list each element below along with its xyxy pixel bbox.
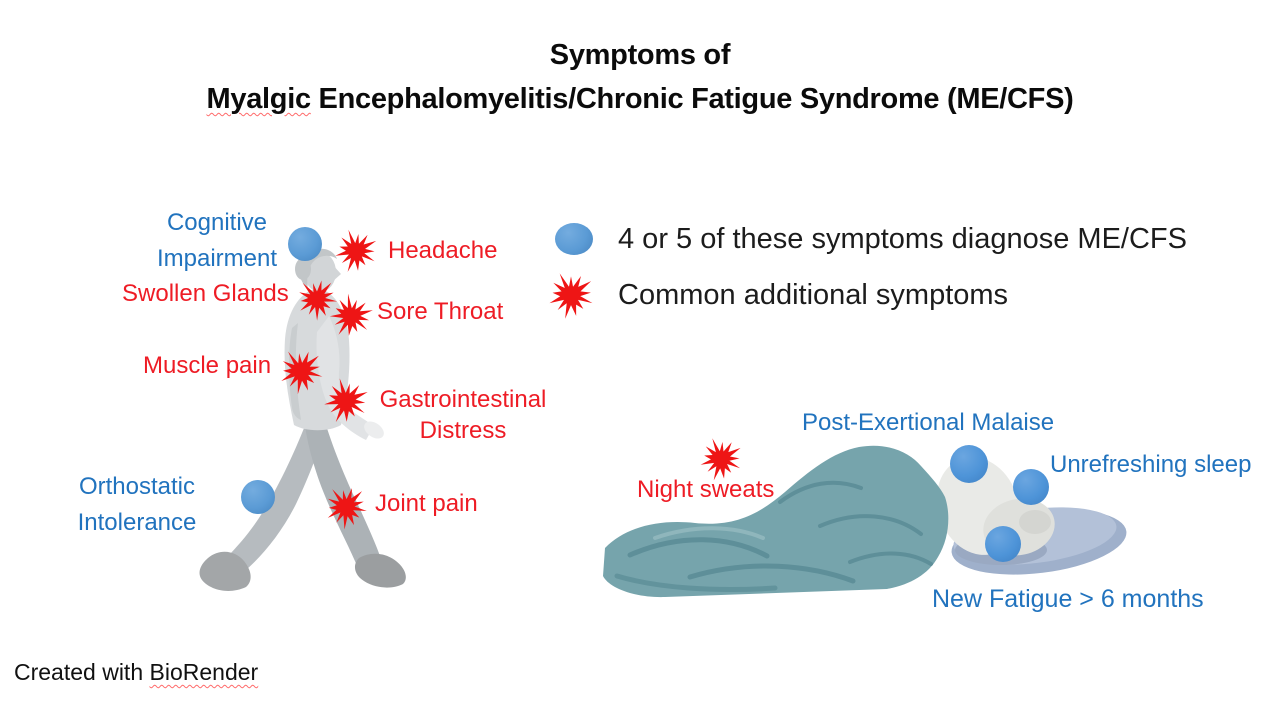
gastrointestinal-starburst-icon bbox=[316, 371, 375, 430]
legend-diagnostic-label: 4 or 5 of these symptoms diagnose ME/CFS bbox=[618, 223, 1187, 255]
muscle-pain-starburst-icon bbox=[274, 344, 329, 399]
legend-additional-label: Common additional symptoms bbox=[618, 279, 1009, 311]
label-orthostatic-intolerance: Orthostatic Intolerance bbox=[77, 473, 197, 536]
night-sweats-starburst-icon bbox=[695, 433, 747, 485]
footer-prefix: Created with bbox=[14, 659, 150, 685]
label-gastrointestinal-distress: Gastrointestinal Distress bbox=[379, 386, 547, 444]
title-line2-rest: Encephalomyelitis/Chronic Fatigue Syndro… bbox=[310, 83, 1074, 115]
orthostatic-intolerance-circle-icon bbox=[241, 480, 275, 514]
label-swollen-glands: Swollen Glands bbox=[122, 280, 289, 307]
label-muscle-pain: Muscle pain bbox=[143, 352, 272, 379]
label-sore-throat: Sore Throat bbox=[377, 298, 504, 325]
page-title: Symptoms of Myalgic Encephalomyelitis/Ch… bbox=[0, 33, 1280, 121]
label-joint-pain: Joint pain bbox=[375, 490, 478, 517]
label-night-sweats: Night sweats bbox=[637, 476, 775, 503]
label-new-fatigue: New Fatigue > 6 months bbox=[932, 585, 1204, 613]
title-word-myalgic: Myalgic bbox=[206, 83, 312, 115]
walking-person-figure bbox=[199, 248, 406, 591]
post-exertional-malaise-circle-icon bbox=[950, 445, 988, 483]
label-post-exertional-malaise: Post-Exertional Malaise bbox=[802, 409, 1055, 436]
label-cognitive-impairment: Cognitive Impairment bbox=[156, 209, 278, 272]
title-line1: Symptoms of bbox=[549, 39, 731, 71]
swollen-glands-starburst-icon bbox=[289, 271, 345, 327]
joint-pain-starburst-icon bbox=[318, 479, 374, 535]
sore-throat-starburst-icon bbox=[320, 285, 382, 347]
new-fatigue-circle-icon bbox=[985, 526, 1021, 562]
legend-starburst-icon bbox=[545, 269, 597, 321]
footer-credit: Created with BioRender bbox=[14, 659, 258, 686]
legend-blue-circle-icon bbox=[555, 223, 593, 255]
label-headache: Headache bbox=[388, 237, 498, 264]
headache-starburst-icon bbox=[329, 224, 383, 278]
label-unrefreshing-sleep: Unrefreshing sleep bbox=[1050, 451, 1252, 478]
cognitive-impairment-circle-icon bbox=[288, 227, 322, 261]
footer-brand: BioRender bbox=[149, 659, 259, 685]
title-line2: Myalgic Encephalomyelitis/Chronic Fatigu… bbox=[0, 77, 1280, 121]
unrefreshing-sleep-circle-icon bbox=[1013, 469, 1049, 505]
